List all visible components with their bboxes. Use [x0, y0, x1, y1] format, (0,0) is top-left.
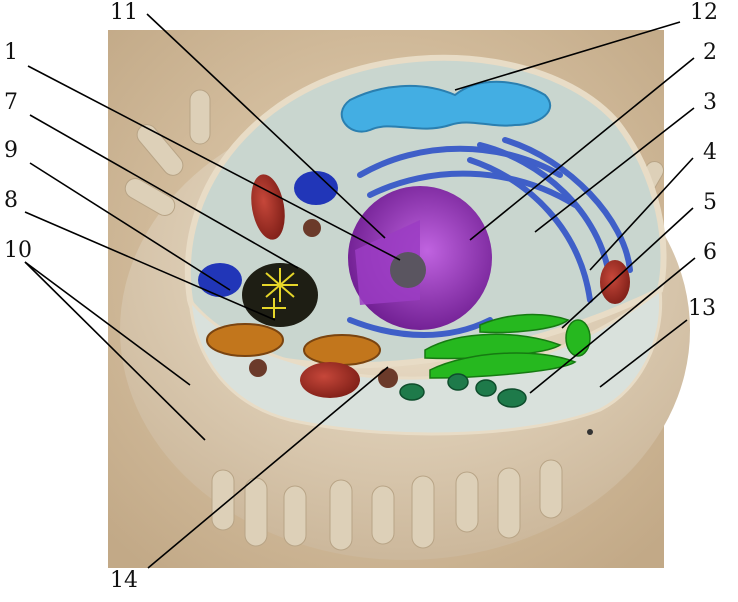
label-5: 5: [703, 192, 717, 214]
label-6: 6: [703, 242, 717, 264]
label-12: 12: [690, 2, 718, 24]
membrane-pore: [587, 429, 593, 435]
vesicle-center: [378, 368, 398, 388]
vesicle-top: [303, 219, 321, 237]
label-2: 2: [703, 42, 717, 64]
label-3: 3: [703, 92, 717, 114]
label-14: 14: [110, 570, 138, 592]
mitochondrion-2: [207, 324, 283, 356]
label-1: 1: [4, 42, 18, 64]
mitochondrion-5: [600, 260, 630, 304]
label-8: 8: [4, 190, 18, 212]
label-10: 10: [4, 240, 32, 262]
lysosome-left: [198, 263, 242, 297]
mitochondrion-4: [300, 362, 360, 398]
label-4: 4: [703, 142, 717, 164]
mitochondrion-3: [304, 335, 380, 365]
label-9: 9: [4, 140, 18, 162]
label-13: 13: [688, 298, 716, 320]
label-7: 7: [4, 92, 18, 114]
label-11: 11: [110, 2, 138, 24]
vesicle-bottom: [249, 359, 267, 377]
